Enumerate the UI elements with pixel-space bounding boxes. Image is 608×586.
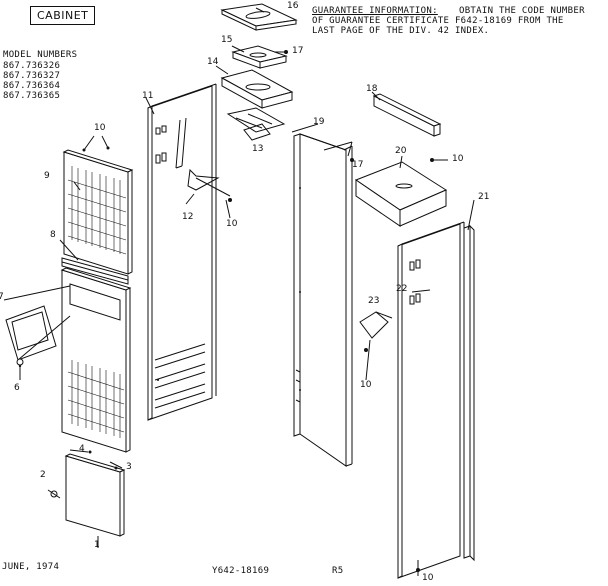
part-12-clip [187, 168, 231, 197]
callout-label: 22 [396, 284, 408, 294]
guarantee-line2: OF GUARANTEE CERTIFICATE F642-18169 FROM… [312, 16, 564, 26]
part-18-bar [372, 93, 442, 137]
part-16-top-plate [220, 3, 298, 31]
model-numbers-heading: MODEL NUMBERS [3, 50, 78, 60]
callout-label: 2 [40, 470, 46, 480]
callout-label: 10 [94, 123, 106, 133]
part-9-louver-grille [62, 149, 134, 275]
callout-label: 19 [313, 117, 325, 127]
part-4-clip [69, 449, 92, 454]
callout-label: 10 [452, 154, 464, 164]
part-1-door-panel [64, 453, 126, 537]
part-15-tray [231, 45, 288, 69]
model-number-item: 867.736326 [3, 61, 61, 71]
part-19-rear-channel [293, 133, 353, 467]
part-7-frame [3, 285, 71, 361]
callout-label: 3 [126, 462, 132, 472]
part-2-screw [47, 489, 61, 499]
part-23-clip [359, 311, 393, 339]
callout-label: 18 [366, 84, 378, 94]
cabinet-title: CABINET [30, 6, 96, 25]
callout-label: 11 [142, 91, 154, 101]
screw-fasteners [82, 50, 434, 572]
part-8-rail [61, 257, 129, 285]
callout-label: 6 [14, 383, 20, 393]
callout-label: 7 [0, 292, 4, 302]
callout-label: 17 [292, 46, 304, 56]
callout-label: 1 [94, 540, 100, 550]
callout-label: 15 [221, 35, 233, 45]
model-number-item: 867.736364 [3, 81, 61, 91]
part-14-tray [220, 69, 294, 109]
part-6-screw [16, 358, 24, 380]
part-22-side-panel [397, 221, 465, 579]
callout-label: 9 [44, 171, 50, 181]
callout-label: 20 [395, 146, 407, 156]
part-21-rail [463, 224, 475, 562]
guarantee-line1: OBTAIN THE CODE NUMBER [459, 6, 585, 16]
callout-label: 21 [478, 192, 490, 202]
callout-label: 16 [287, 1, 299, 11]
model-number-item: 867.736327 [3, 71, 61, 81]
footer-page: R5 [332, 566, 344, 576]
callout-label: 12 [182, 212, 194, 222]
callout-label: 10 [226, 219, 238, 229]
callout-label: 10 [360, 380, 372, 390]
part-13-bracket [226, 107, 286, 141]
callout-label: 4 [79, 444, 85, 454]
model-number-item: 867.736365 [3, 91, 61, 101]
front-louver-panel [60, 267, 132, 453]
callout-label: 13 [252, 144, 264, 154]
footer-date: JUNE, 1974 [2, 562, 60, 572]
callout-label: 10 [422, 573, 434, 583]
footer-code: Y642-18169 [212, 566, 270, 576]
callout-label: 23 [368, 296, 380, 306]
callout-label: 14 [207, 57, 219, 67]
part-11-side-panel [147, 83, 217, 421]
callout-label: 8 [50, 230, 56, 240]
callout-label: 17 [352, 160, 364, 170]
guarantee-line3: LAST PAGE OF THE DIV. 42 INDEX. [312, 26, 490, 36]
guarantee-heading: GUARANTEE INFORMATION: [312, 6, 438, 16]
part-20-top-cover [354, 161, 448, 227]
